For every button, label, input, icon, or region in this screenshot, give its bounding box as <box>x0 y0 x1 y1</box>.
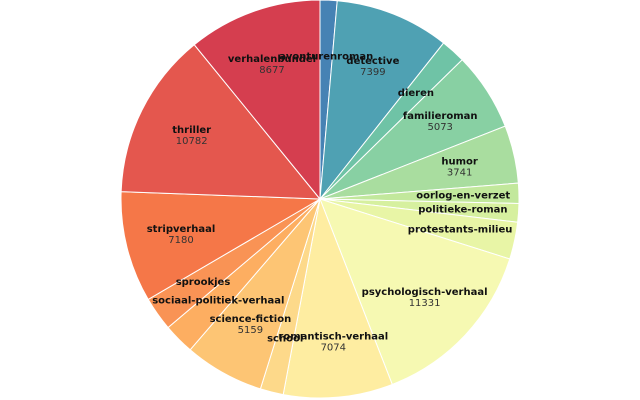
slice-label-psychologisch-verhaal: psychologisch-verhaal <box>362 287 488 298</box>
slice-value-thriller: 10782 <box>176 136 208 147</box>
slice-label-protestants-milieu: protestants-milieu <box>408 225 513 236</box>
pie-slice-detective <box>319 0 445 201</box>
slice-value-familieroman: 5073 <box>427 122 452 133</box>
slice-label-humor: humor <box>441 157 478 168</box>
slice-value-science-fiction: 5159 <box>238 325 263 336</box>
pie-slice-stripverhaal <box>120 191 322 301</box>
slice-label-politieke-roman: politieke-roman <box>418 205 507 216</box>
slice-label-romantisch-verhaal: romantisch-verhaal <box>278 332 388 343</box>
slice-value-romantisch-verhaal: 7074 <box>321 343 346 354</box>
slice-value-stripverhaal: 7180 <box>168 235 193 246</box>
slice-label-verhalenbundel: verhalenbundel <box>228 54 316 65</box>
pie-slice-psychologisch-verhaal <box>319 198 511 386</box>
slice-value-verhalenbundel: 8677 <box>259 65 284 76</box>
slice-label-detective: detective <box>346 56 399 67</box>
slice-label-avonturenroman: avonturenroman <box>279 51 373 62</box>
slice-label-school: school <box>267 334 303 345</box>
pie-slices <box>120 0 520 399</box>
slice-label-sociaal-politiek-verhaal: sociaal-politiek-verhaal <box>152 295 284 306</box>
slice-label-science-fiction: science-fiction <box>210 314 292 325</box>
slice-value-humor: 3741 <box>447 168 472 179</box>
pie-slice-romantisch-verhaal <box>282 197 393 399</box>
pie-slice-verhalenbundel <box>193 0 321 201</box>
pie-slice-thriller <box>120 44 322 200</box>
slice-label-stripverhaal: stripverhaal <box>147 224 216 235</box>
slice-label-oorlog-en-verzet: oorlog-en-verzet <box>416 190 510 201</box>
slice-label-familieroman: familieroman <box>403 111 478 122</box>
slice-value-detective: 7399 <box>360 67 385 78</box>
slice-label-dieren: dieren <box>398 88 434 99</box>
slice-label-sprookjes: sprookjes <box>176 277 231 288</box>
slice-value-psychologisch-verhaal: 11331 <box>409 298 441 309</box>
slice-label-thriller: thriller <box>172 125 211 136</box>
